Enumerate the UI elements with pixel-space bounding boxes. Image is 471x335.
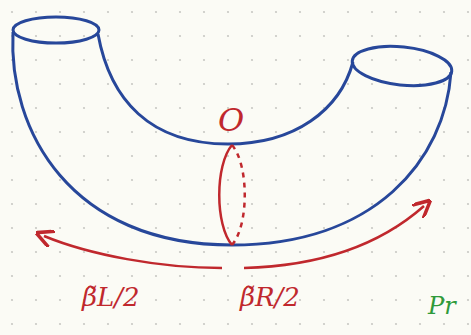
left-arrow bbox=[44, 236, 222, 268]
left-length-label: β̃L/2 bbox=[82, 284, 140, 310]
cross-section-back bbox=[232, 145, 245, 245]
left-mouth bbox=[13, 17, 99, 43]
operator-label: O bbox=[218, 104, 244, 136]
outer-wall bbox=[13, 32, 451, 245]
cut-note: Pr bbox=[428, 294, 456, 318]
right-length-label: β̃R/2 bbox=[240, 284, 300, 310]
right-arrow bbox=[244, 206, 424, 268]
inner-wall bbox=[98, 34, 353, 144]
right-mouth bbox=[350, 42, 453, 90]
cross-section-front bbox=[219, 145, 232, 245]
